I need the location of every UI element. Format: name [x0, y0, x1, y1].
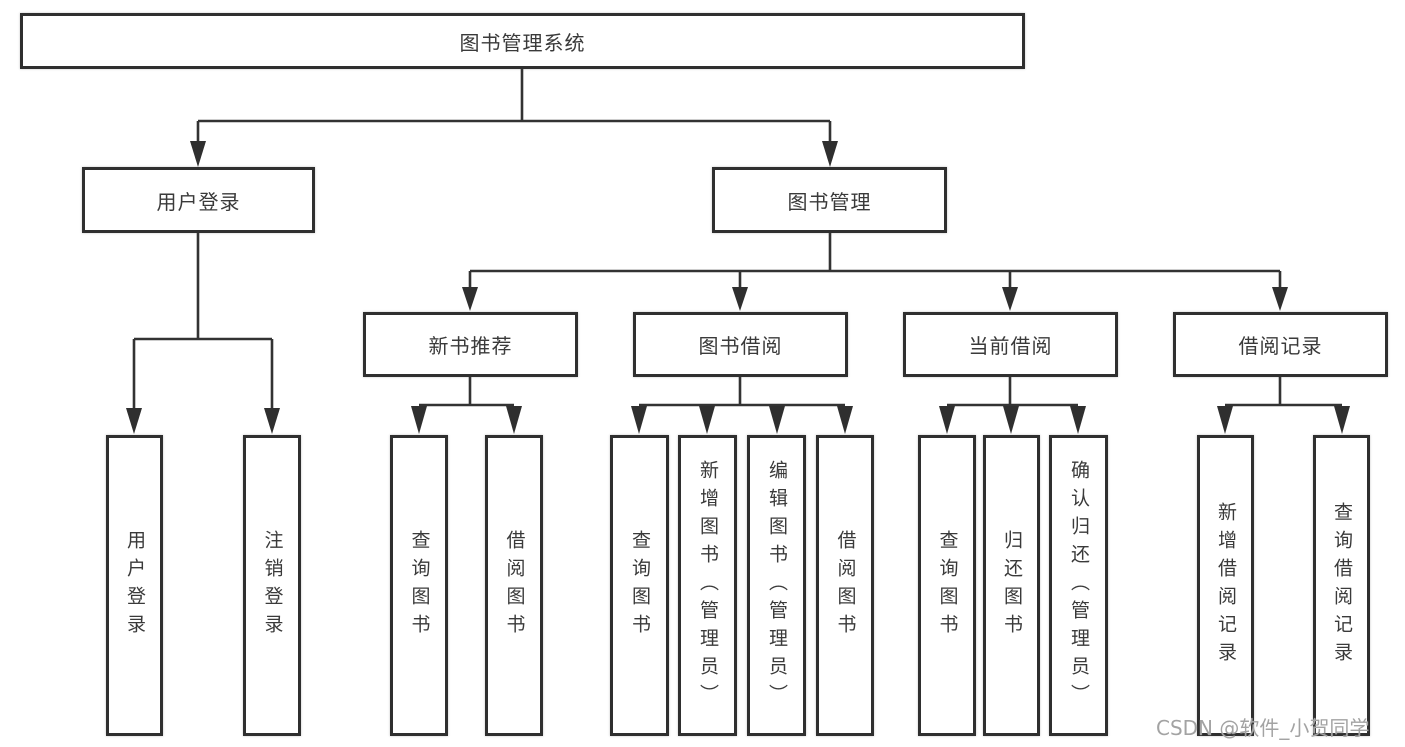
connector-user-login-children — [126, 233, 280, 434]
arrowhead-book-management — [822, 141, 838, 167]
leaf-add-book-admin-label: 新增图书（管理员） — [697, 459, 719, 712]
leaf-query-borrow-record-label: 查询借阅记录 — [1331, 501, 1353, 670]
leaf-return-books-label: 归还图书 — [1001, 529, 1023, 642]
node-user-login: 用户登录 — [82, 167, 315, 233]
leaf-add-book-admin: 新增图书（管理员） — [678, 435, 737, 736]
leaf-return-books: 归还图书 — [983, 435, 1040, 736]
node-user-login-label: 用户登录 — [156, 189, 241, 214]
node-book-borrowing-label: 图书借阅 — [698, 334, 783, 358]
leaf-add-borrow-record-label: 新增借阅记录 — [1215, 501, 1237, 670]
leaf-query-borrow-record: 查询借阅记录 — [1313, 435, 1370, 736]
leaf-edit-book-admin: 编辑图书（管理员） — [747, 435, 806, 736]
node-current-borrowing-label: 当前借阅 — [968, 334, 1053, 358]
leaf-confirm-return-admin: 确认归还（管理员） — [1049, 435, 1108, 736]
connector-current-borrowing-children — [939, 377, 1086, 434]
node-book-management-label: 图书管理 — [787, 189, 872, 214]
leaf-query-books-recommend-label: 查询图书 — [408, 529, 431, 642]
node-root-label: 图书管理系统 — [459, 30, 586, 55]
leaf-query-books-borrowing-label: 查询图书 — [629, 529, 651, 642]
leaf-confirm-return-admin-label: 确认归还（管理员） — [1068, 459, 1090, 712]
node-new-book-recommend-label: 新书推荐 — [428, 334, 513, 358]
connector-new-book-children — [411, 377, 522, 434]
leaf-borrow-books-recommend-label: 借阅图书 — [503, 529, 526, 642]
leaf-borrow-books-borrowing-label: 借阅图书 — [834, 529, 857, 642]
leaf-query-books-recommend: 查询图书 — [390, 435, 448, 736]
leaf-add-borrow-record: 新增借阅记录 — [1197, 435, 1254, 736]
leaf-logout: 注销登录 — [243, 435, 301, 736]
arrowhead-user-login — [190, 141, 206, 167]
connector-borrowing-records-children — [1217, 377, 1350, 434]
leaf-query-books-current-label: 查询图书 — [936, 529, 959, 642]
connector-book-borrowing-children — [631, 377, 853, 434]
leaf-user-login-label: 用户登录 — [124, 529, 146, 642]
node-borrowing-records-label: 借阅记录 — [1238, 334, 1323, 358]
leaf-borrow-books-recommend: 借阅图书 — [485, 435, 543, 736]
connector-root-to-level2 — [190, 69, 838, 167]
leaf-borrow-books-borrowing: 借阅图书 — [816, 435, 874, 736]
node-book-borrowing: 图书借阅 — [633, 312, 848, 377]
leaf-user-login: 用户登录 — [106, 435, 163, 736]
node-borrowing-records: 借阅记录 — [1173, 312, 1388, 377]
leaf-logout-label: 注销登录 — [261, 529, 284, 642]
leaf-query-books-borrowing: 查询图书 — [610, 435, 669, 736]
leaf-edit-book-admin-label: 编辑图书（管理员） — [766, 459, 788, 712]
leaf-query-books-current: 查询图书 — [918, 435, 976, 736]
node-book-management: 图书管理 — [712, 167, 947, 233]
connector-book-management-children — [462, 233, 1288, 311]
csdn-watermark: CSDN @软件_小贺同学 — [1156, 716, 1370, 740]
node-new-book-recommend: 新书推荐 — [363, 312, 578, 377]
node-current-borrowing: 当前借阅 — [903, 312, 1118, 377]
node-root: 图书管理系统 — [20, 13, 1025, 69]
